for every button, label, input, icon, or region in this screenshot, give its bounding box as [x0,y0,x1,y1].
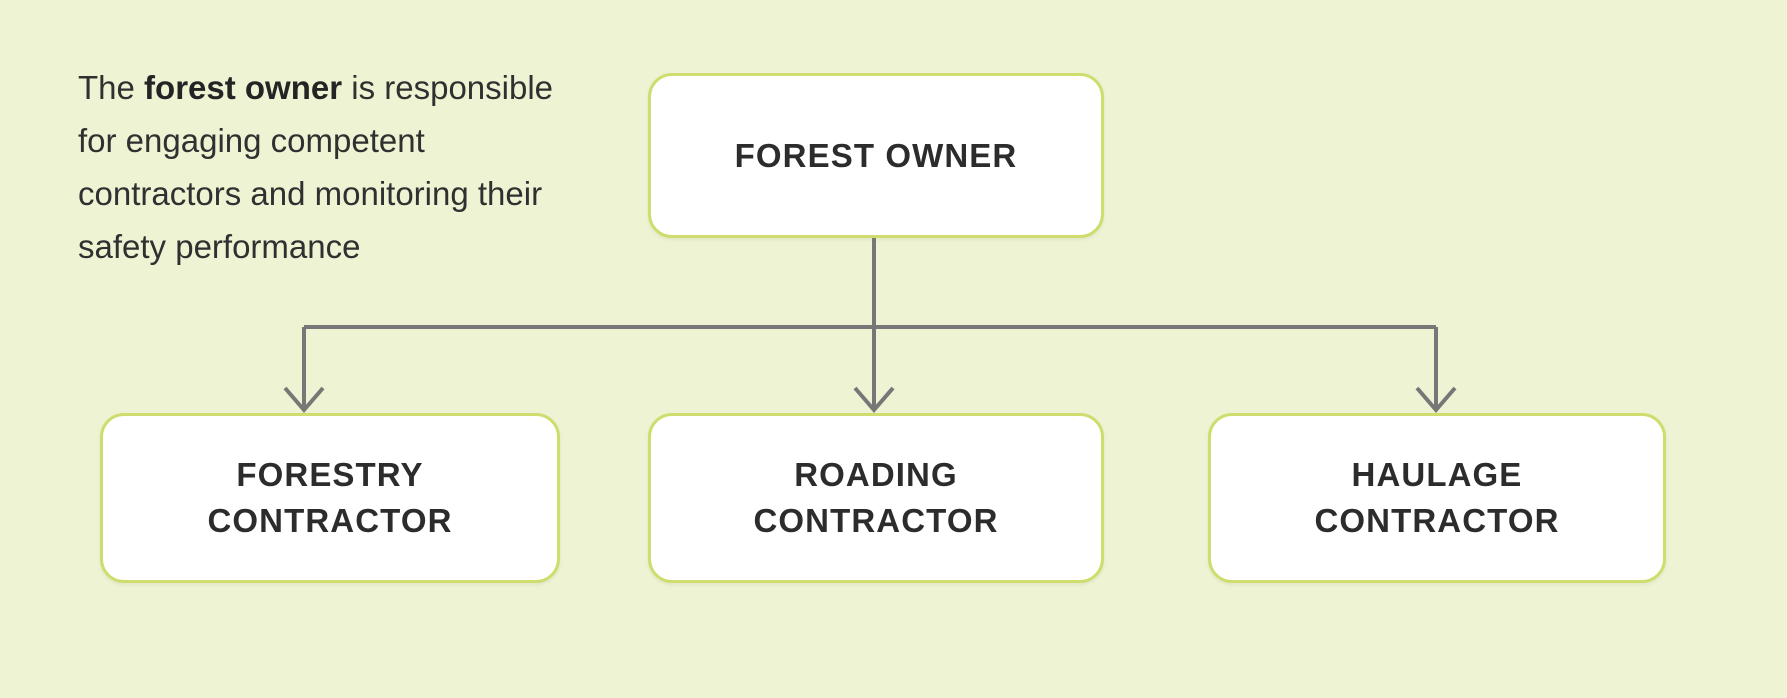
node-forest-owner-label: FOREST OWNER [734,136,1018,174]
node-forest-owner[interactable]: FOREST OWNER [648,73,1104,238]
node-haulage-contractor-label: HAULAGE CONTRACTOR [1314,456,1560,539]
arrowhead-left-icon [283,386,325,414]
description-lead: The [78,69,145,106]
description-tail: is responsible for engaging competent co… [78,69,554,265]
node-roading-contractor[interactable]: ROADING CONTRACTOR [648,413,1104,583]
node-roading-contractor-label: ROADING CONTRACTOR [753,456,999,539]
node-forestry-contractor-label: FORESTRY CONTRACTOR [207,456,453,539]
arrowhead-right-icon [1415,386,1457,414]
description-emphasis: forest owner [144,69,343,106]
node-forestry-contractor[interactable]: FORESTRY CONTRACTOR [100,413,560,583]
description-text: The forest owner is responsible for enga… [78,61,578,273]
node-haulage-contractor[interactable]: HAULAGE CONTRACTOR [1208,413,1666,583]
arrowhead-center-icon [853,386,895,414]
